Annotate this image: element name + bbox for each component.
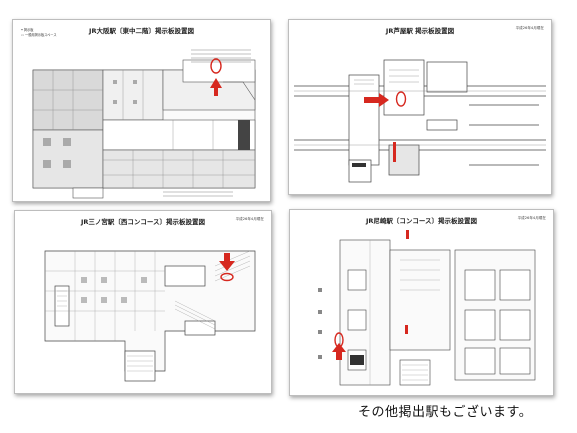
marker-sannomiya [219,253,235,282]
map-card-osaka: ━ 掲示板▭ 一般用掲示板スペース JR大阪駅〔東中二階〕掲示板設置図 [12,19,271,202]
floor-plan-osaka [32,49,256,199]
floor-plan-amagasaki [318,230,536,386]
map-card-amagasaki: JR尼崎駅〔コンコース〕掲示板設置図 平成26年4月現在 [289,209,554,396]
floor-plan-ashiya [294,59,546,183]
card-title-ashiya: JR芦屋駅 掲示板設置図 [385,27,455,35]
card-date-amagasaki: 平成26年4月現在 [517,216,546,220]
card-date-ashiya: 平成26年4月現在 [515,26,544,30]
map-card-sannomiya: JR三ノ宮駅〔西コンコース〕掲示板設置図 平成26年4月現在 [14,210,272,394]
card-title-osaka: JR大阪駅〔東中二階〕掲示板設置図 [89,27,194,35]
marker-osaka [210,58,222,96]
legend-osaka: ━ 掲示板▭ 一般用掲示板スペース [21,28,57,37]
card-date-sannomiya: 平成26年4月現在 [235,217,264,221]
footer-note: その他掲出駅もございます。 [358,405,533,420]
map-card-ashiya: JR芦屋駅 掲示板設置図 平成26年4月現在 [288,19,552,195]
marker-ashiya [364,91,407,107]
floor-plan-sannomiya [44,250,256,382]
card-title-sannomiya: JR三ノ宮駅〔西コンコース〕掲示板設置図 [80,218,206,226]
marker-amagasaki [332,230,409,360]
card-title-amagasaki: JR尼崎駅〔コンコース〕掲示板設置図 [365,217,478,225]
